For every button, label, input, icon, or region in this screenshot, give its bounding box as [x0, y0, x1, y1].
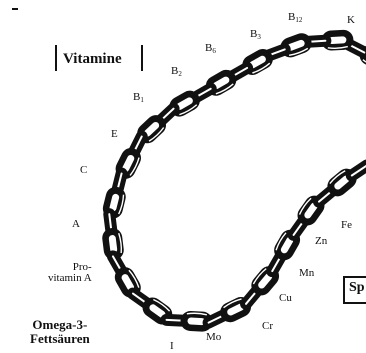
label-b1: B1 — [133, 92, 144, 104]
label-k: K — [347, 15, 355, 26]
label-cu: Cu — [279, 293, 292, 304]
label-e: E — [111, 129, 118, 140]
chain-links — [101, 29, 366, 332]
sp-heading: Sp — [349, 281, 365, 296]
corner-mark — [12, 8, 18, 10]
omega-3-line1: Omega-3- — [30, 318, 90, 332]
label-mo: Mo — [206, 332, 221, 343]
label-fe: Fe — [341, 220, 352, 231]
label-zn: Zn — [315, 236, 327, 247]
vitamine-heading: Vitamine — [63, 52, 122, 68]
label-c: C — [80, 165, 87, 176]
label-provitamin-a: Pro- vitamin A — [48, 262, 92, 284]
omega-3-label: Omega-3- Fettsäuren — [30, 318, 90, 345]
label-b12: B12 — [288, 12, 302, 24]
label-a: A — [72, 219, 80, 230]
label-b3: B3 — [250, 29, 261, 41]
label-b2: B2 — [171, 66, 182, 78]
label-i: I — [170, 341, 174, 352]
label-mn: Mn — [299, 268, 314, 279]
label-cr: Cr — [262, 321, 273, 332]
provitamin-line2: vitamin A — [48, 273, 92, 284]
label-b6: B6 — [205, 43, 216, 55]
omega-3-line2: Fettsäuren — [30, 332, 90, 346]
